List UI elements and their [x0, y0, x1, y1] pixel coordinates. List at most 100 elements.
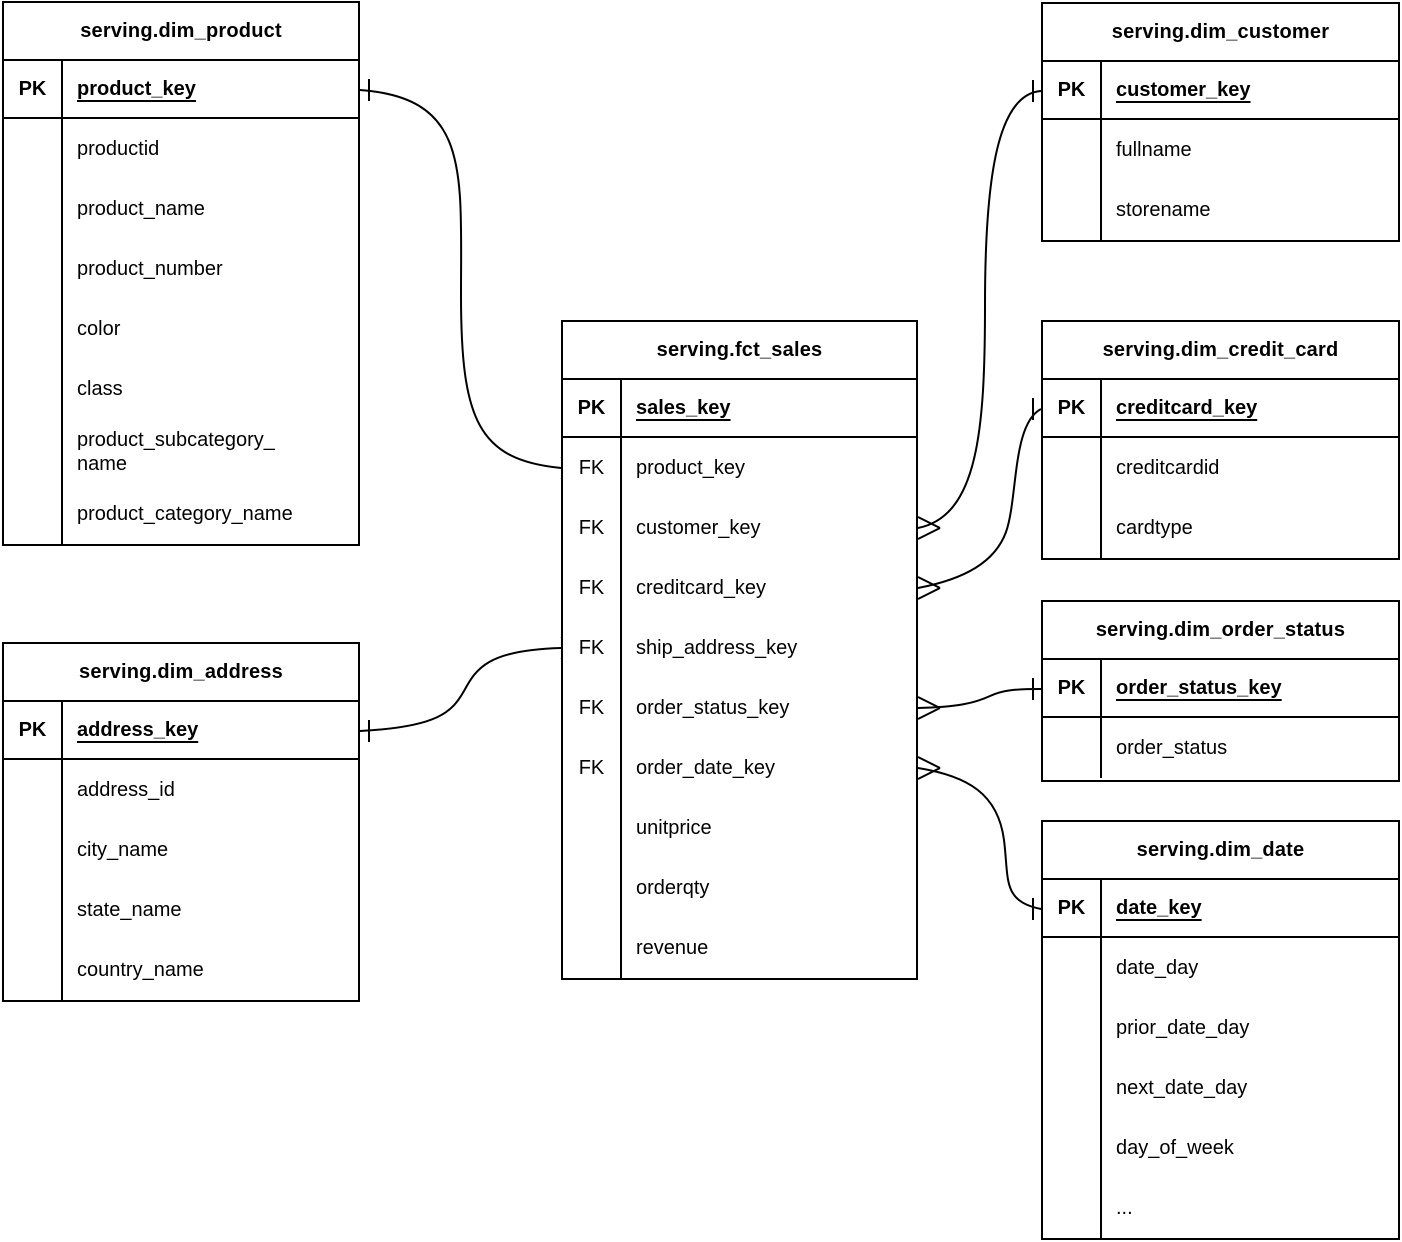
field-name: creditcard_key [636, 577, 767, 599]
key-badge [4, 179, 63, 239]
field-name: country_name [77, 959, 204, 981]
key-badge [4, 760, 63, 820]
relationship-creditcard[interactable] [917, 398, 1042, 600]
key-badge [4, 239, 63, 299]
key-badge [4, 940, 63, 1000]
fk-badge: FK [563, 738, 622, 798]
field-row: FK customer_key [563, 498, 916, 558]
field-name: customer_key [636, 517, 761, 539]
field-row: product_name [4, 179, 358, 239]
field-name: address_id [77, 779, 175, 801]
field-name: ship_address_key [636, 637, 798, 659]
field-row: product_number [4, 239, 358, 299]
pk-field-name: order_status_key [1116, 677, 1282, 699]
entity-title: serving.dim_address [4, 644, 358, 702]
pk-field: sales_key [622, 380, 916, 436]
pk-field: order_status_key [1102, 660, 1398, 716]
fk-badge: FK [563, 618, 622, 678]
relationship-customer[interactable] [917, 80, 1042, 540]
pk-field: customer_key [1102, 62, 1398, 118]
field-row: day_of_week [1043, 1118, 1398, 1178]
relationship-ship-address[interactable] [359, 636, 584, 742]
field-name: product_number [77, 258, 223, 280]
entity-title: serving.dim_product [4, 3, 358, 61]
key-badge [4, 419, 63, 484]
pk-field-name: sales_key [636, 397, 731, 419]
field-name: cardtype [1116, 517, 1193, 539]
field-row: prior_date_day [1043, 998, 1398, 1058]
key-badge [1043, 498, 1102, 558]
pk-field-name: date_key [1116, 897, 1202, 919]
pk-badge: PK [4, 702, 63, 758]
fk-badge: FK [563, 678, 622, 738]
pk-field: product_key [63, 61, 358, 117]
crow-foot-creditcard-icon [917, 576, 941, 600]
key-badge [4, 299, 63, 359]
field-row: revenue [563, 918, 916, 978]
fk-badge: FK [563, 438, 622, 498]
relationship-order-status-line [917, 688, 1042, 709]
entity-dim-date[interactable]: serving.dim_date PK date_key date_day pr… [1041, 820, 1400, 1240]
field-row: unitprice [563, 798, 916, 858]
entity-fct-sales[interactable]: serving.fct_sales PK sales_key FK produc… [561, 320, 918, 980]
field-name: next_date_day [1116, 1077, 1248, 1099]
key-badge [4, 820, 63, 880]
fk-badge: FK [563, 498, 622, 558]
field-row: FK order_status_key [563, 678, 916, 738]
fk-badge: FK [563, 558, 622, 618]
field-row: state_name [4, 880, 358, 940]
key-badge [1043, 1058, 1102, 1118]
entity-dim-address[interactable]: serving.dim_address PK address_key addre… [2, 642, 360, 1002]
key-badge [1043, 180, 1102, 240]
field-row: order_status [1043, 718, 1398, 778]
field-name: order_status [1116, 737, 1228, 759]
field-row: FK order_date_key [563, 738, 916, 798]
pk-field-name: address_key [77, 719, 199, 741]
pk-badge: PK [1043, 880, 1102, 936]
field-name: state_name [77, 899, 182, 921]
field-row: productid [4, 119, 358, 179]
field-row: product_category_name [4, 484, 358, 544]
field-name: color [77, 318, 121, 340]
relationship-product[interactable] [359, 79, 584, 480]
entity-dim-customer[interactable]: serving.dim_customer PK customer_key ful… [1041, 2, 1400, 242]
entity-title: serving.dim_customer [1043, 4, 1398, 62]
pk-row: PK date_key [1043, 880, 1398, 938]
field-row: storename [1043, 180, 1398, 240]
key-badge [4, 119, 63, 179]
pk-field: date_key [1102, 880, 1398, 936]
pk-badge: PK [4, 61, 63, 117]
field-name: order_date_key [636, 757, 775, 779]
field-row: address_id [4, 760, 358, 820]
field-name: productid [77, 138, 160, 160]
key-badge [1043, 438, 1102, 498]
entity-dim-credit-card[interactable]: serving.dim_credit_card PK creditcard_ke… [1041, 320, 1400, 560]
entity-dim-order-status[interactable]: serving.dim_order_status PK order_status… [1041, 600, 1400, 782]
entity-dim-product[interactable]: serving.dim_product PK product_key produ… [2, 1, 360, 546]
key-badge [4, 359, 63, 419]
key-badge [4, 484, 63, 544]
key-badge [1043, 718, 1102, 778]
field-name: orderqty [636, 877, 710, 899]
field-name: fullname [1116, 139, 1192, 161]
field-row: orderqty [563, 858, 916, 918]
key-badge [4, 880, 63, 940]
field-name: day_of_week [1116, 1137, 1234, 1159]
key-badge [563, 858, 622, 918]
relationship-order-date[interactable] [917, 756, 1042, 920]
field-row: next_date_day [1043, 1058, 1398, 1118]
field-name: order_status_key [636, 697, 790, 719]
pk-row: PK sales_key [563, 380, 916, 438]
relationship-order-status[interactable] [917, 678, 1042, 720]
key-badge [1043, 998, 1102, 1058]
pk-row: PK customer_key [1043, 62, 1398, 120]
relationship-order-date-line [917, 767, 1042, 910]
field-row: cardtype [1043, 498, 1398, 558]
field-name: product_name [77, 198, 205, 220]
pk-field-name: product_key [77, 78, 196, 100]
field-row: FK product_key [563, 438, 916, 498]
key-badge [1043, 1178, 1102, 1238]
field-row: fullname [1043, 120, 1398, 180]
